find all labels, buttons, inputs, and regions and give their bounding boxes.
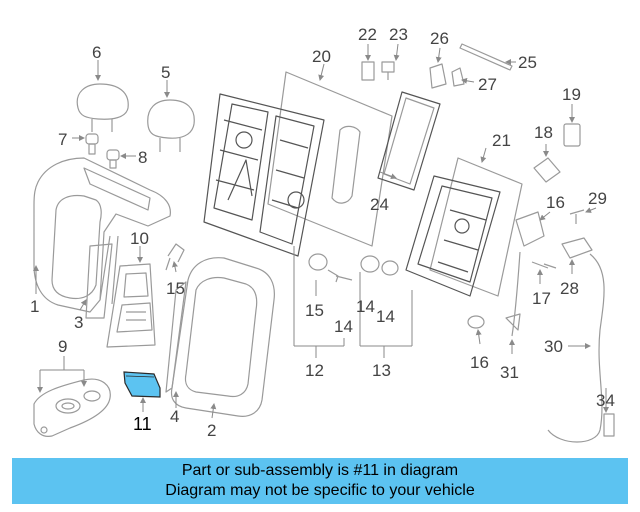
part-18-hinge xyxy=(515,211,545,247)
part-27-rod xyxy=(459,43,513,71)
part-8-guide xyxy=(106,149,120,169)
label-20: 18 xyxy=(534,123,553,142)
info-banner: Part or sub-assembly is #11 in diagram D… xyxy=(12,458,628,504)
label-3: 3 xyxy=(74,313,83,332)
label-18: 16 xyxy=(546,193,565,212)
label-7: 7 xyxy=(58,130,67,149)
part-17-clip xyxy=(165,243,185,271)
label-9: 9 xyxy=(58,337,67,356)
label-11: 11 xyxy=(133,414,152,434)
label-24: 22 xyxy=(358,25,377,44)
part-14-bolt-a xyxy=(327,269,353,283)
leader-lines xyxy=(33,43,609,419)
banner-line-1: Part or sub-assembly is #11 in diagram xyxy=(181,462,459,479)
label-2: 2 xyxy=(207,421,216,440)
label-19: 17 xyxy=(532,289,551,308)
part-24-bracket xyxy=(361,61,375,81)
part-7-guide xyxy=(85,133,99,155)
part-34-cable-end xyxy=(603,413,615,437)
part-10-armrest-frame xyxy=(106,263,156,348)
part-29-clip xyxy=(451,67,465,87)
part-number-labels: 6 5 7 8 1 3 10 9 11 4 2 15 20 21 22 23 2… xyxy=(30,25,615,440)
part-32-cable xyxy=(547,253,605,443)
label-15-b: 14 xyxy=(376,307,395,326)
part-25-bolt xyxy=(381,61,395,80)
part-9-armrest-cover xyxy=(33,378,111,437)
part-2-backrest-cover xyxy=(170,257,275,417)
label-23: 21 xyxy=(492,131,511,150)
label-32: 30 xyxy=(544,337,563,356)
part-4-trim xyxy=(165,281,187,393)
part-6-headrest xyxy=(76,83,129,132)
part-31-screw xyxy=(569,209,585,224)
part-33-cable xyxy=(505,251,521,337)
label-26: 24 xyxy=(370,195,389,214)
part-26-panel xyxy=(377,91,441,191)
part-22-frame-structure xyxy=(203,93,325,257)
label-21: 19 xyxy=(562,85,581,104)
part-1-backrest-cover xyxy=(33,157,171,313)
label-13: 13 xyxy=(372,361,391,380)
label-31: 29 xyxy=(588,189,607,208)
label-27: 25 xyxy=(518,53,537,72)
label-1: 1 xyxy=(30,297,39,316)
label-28: 26 xyxy=(430,29,449,48)
part-22-backrest-frame xyxy=(267,71,393,247)
part-20-cover xyxy=(533,157,561,183)
part-5-headrest xyxy=(147,99,195,152)
part-15-bushing-b xyxy=(360,255,380,273)
label-14-a: 14 xyxy=(334,317,353,336)
part-15-bushing-a xyxy=(308,253,328,271)
label-4: 4 xyxy=(170,407,179,426)
part-30-latch xyxy=(561,237,593,259)
label-5: 5 xyxy=(161,63,170,82)
part-23-frame-structure xyxy=(405,175,501,297)
part-11-trim-highlighted xyxy=(123,371,161,398)
label-33: 31 xyxy=(500,363,519,382)
label-17: 15 xyxy=(166,279,185,298)
part-16-grommet xyxy=(467,315,485,329)
label-22: 20 xyxy=(312,47,331,66)
part-21-latch xyxy=(563,123,581,147)
part-19-bolt xyxy=(531,261,557,269)
part-23-backrest-frame xyxy=(429,157,523,297)
part-14-bolt-b xyxy=(381,260,399,276)
label-30: 28 xyxy=(560,279,579,298)
label-34: 34 xyxy=(596,391,615,410)
label-14-b: 14 xyxy=(356,297,375,316)
label-25: 23 xyxy=(389,25,408,44)
label-29: 27 xyxy=(478,75,497,94)
label-10: 10 xyxy=(130,229,149,248)
label-8: 8 xyxy=(138,148,147,167)
label-15-a: 15 xyxy=(305,301,324,320)
part-28-clip xyxy=(429,63,447,89)
part-3-trim xyxy=(85,243,113,319)
label-16: 16 xyxy=(470,353,489,372)
label-6: 6 xyxy=(92,43,101,62)
label-12: 12 xyxy=(305,361,324,380)
banner-line-2: Diagram may not be specific to your vehi… xyxy=(165,482,475,499)
